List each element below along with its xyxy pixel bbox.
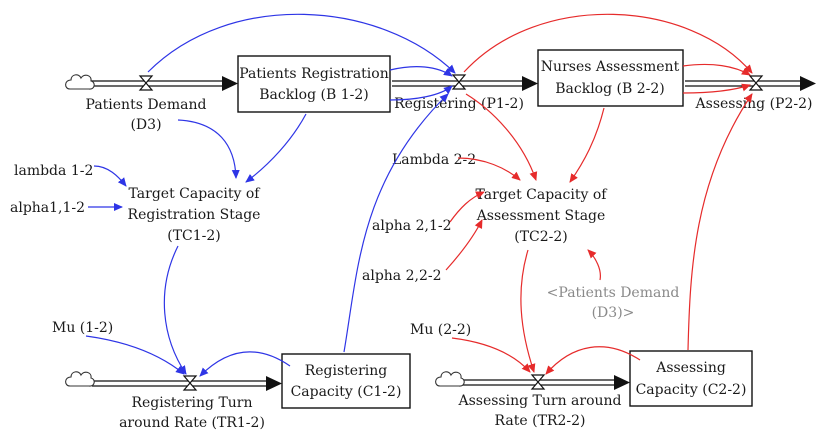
- valve-icon[interactable]: [530, 374, 546, 390]
- cloud-icon: [435, 371, 465, 387]
- cloud-icon: [65, 74, 95, 90]
- flow-patients-demand-line2: (D3): [130, 117, 161, 133]
- flow-tr2-line1: Assessing Turn around: [457, 393, 621, 409]
- shadow-variable-patients-demand[interactable]: <Patients Demand (D3)>: [547, 285, 680, 321]
- link-lambda1-to-tc1: [93, 165, 127, 187]
- stock-c1-line1: Registering: [305, 363, 388, 379]
- aux-tc2-line1: Target Capacity of: [476, 187, 609, 203]
- shadow-demand-line2: (D3)>: [592, 305, 635, 321]
- aux-tc1-line3: (TC1-2): [167, 228, 221, 244]
- stock-nurses-assessment-backlog[interactable]: Nurses Assessment Backlog (B 2-2): [537, 49, 684, 107]
- blue-causal-links: [85, 13, 456, 377]
- aux-alpha-2-1-2[interactable]: alpha 2,1-2: [372, 218, 452, 234]
- link-c2-to-tr2: [545, 346, 641, 375]
- aux-target-capacity-assessment[interactable]: Target Capacity of Assessment Stage (TC2…: [476, 187, 609, 245]
- tr2-pipe: [462, 375, 630, 390]
- link-demand-to-tc1: [177, 119, 240, 179]
- link-b1-to-tc1: [245, 113, 307, 183]
- stock-registering-capacity[interactable]: Registering Capacity (C1-2): [281, 353, 411, 409]
- link-b2-to-tc2: [569, 107, 605, 183]
- aux-tc1-line1: Target Capacity of: [129, 186, 262, 202]
- link-alpha21-to-tc2: [449, 191, 485, 223]
- link-valve1-to-registering: [147, 13, 456, 74]
- stock-c2-line1: Assessing: [655, 360, 726, 376]
- flow-assessing-turnaround-rate[interactable]: Assessing Turn around Rate (TR2-2): [457, 393, 621, 429]
- valve-icon[interactable]: [451, 74, 467, 90]
- flow-registering-turnaround-rate[interactable]: Registering Turn around Rate (TR1-2): [119, 395, 265, 431]
- link-registering-to-assessing: [463, 13, 753, 74]
- link-b2-to-assessing: [682, 63, 751, 76]
- stock-patients-registration-backlog[interactable]: Patients Registration Backlog (B 1-2): [237, 55, 391, 113]
- patients-demand-pipe: [90, 76, 238, 91]
- link-shadow-demand-to-tc2: [587, 249, 601, 281]
- aux-tc2-line3: (TC2-2): [514, 229, 568, 245]
- aux-lambda-2-2[interactable]: Lambda 2-2: [392, 152, 476, 168]
- aux-mu-2-2[interactable]: Mu (2-2): [410, 322, 471, 338]
- stock-b1-line1: Patients Registration: [239, 66, 388, 82]
- valve-icon[interactable]: [138, 75, 154, 91]
- link-c2-to-assessing: [687, 93, 753, 351]
- stock-b1-line2: Backlog (B 1-2): [259, 87, 368, 103]
- aux-lambda-1-2[interactable]: lambda 1-2: [14, 163, 93, 179]
- link-mu1-to-tr1: [85, 335, 185, 375]
- stock-b2-line2: Backlog (B 2-2): [555, 81, 664, 97]
- flow-tr1-line2: around Rate (TR1-2): [119, 415, 265, 431]
- aux-tc2-line2: Assessment Stage: [476, 208, 606, 224]
- red-causal-links: [445, 13, 753, 375]
- link-mu2-to-tr2: [451, 337, 531, 373]
- link-lambda2-to-tc2: [457, 157, 521, 181]
- aux-tc1-line2: Registration Stage: [128, 207, 261, 223]
- aux-mu-1-2[interactable]: Mu (1-2): [52, 320, 113, 336]
- link-tc2-to-tr2: [520, 249, 536, 373]
- valve-icon[interactable]: [182, 375, 198, 391]
- shadow-demand-line1: <Patients Demand: [547, 285, 680, 301]
- stock-b2-line1: Nurses Assessment: [541, 59, 680, 75]
- cloud-icon: [65, 371, 95, 387]
- link-b1-to-registering: [389, 66, 453, 77]
- flow-registering[interactable]: Registering (P1-2): [394, 96, 524, 112]
- link-registering-to-tc2: [465, 93, 538, 181]
- flow-tr1-line1: Registering Turn: [131, 395, 252, 411]
- flow-patients-demand-line1: Patients Demand: [86, 97, 207, 113]
- link-alpha22-to-tc2: [445, 219, 483, 271]
- aux-target-capacity-registration[interactable]: Target Capacity of Registration Stage (T…: [128, 186, 262, 244]
- aux-alpha-2-2-2[interactable]: alpha 2,2-2: [362, 268, 442, 284]
- valve-icon[interactable]: [748, 75, 764, 91]
- aux-alpha-1-1-2[interactable]: alpha1,1-2: [10, 200, 85, 216]
- link-c1-to-tr1: [199, 351, 291, 377]
- stock-assessing-capacity[interactable]: Assessing Capacity (C2-2): [629, 350, 753, 407]
- stock-c1-line2: Capacity (C1-2): [291, 384, 402, 400]
- link-b2-to-assessing-lower: [682, 83, 751, 94]
- flow-assessing[interactable]: Assessing (P2-2): [695, 96, 813, 112]
- link-b1-to-registering-lower: [389, 85, 453, 101]
- link-tc1-to-tr1: [163, 245, 187, 375]
- flow-tr2-line2: Rate (TR2-2): [495, 413, 586, 429]
- stock-c2-line2: Capacity (C2-2): [636, 382, 747, 398]
- flow-patients-demand[interactable]: Patients Demand (D3): [86, 97, 207, 133]
- link-c1-to-registering: [343, 93, 449, 353]
- tr1-pipe: [92, 376, 282, 391]
